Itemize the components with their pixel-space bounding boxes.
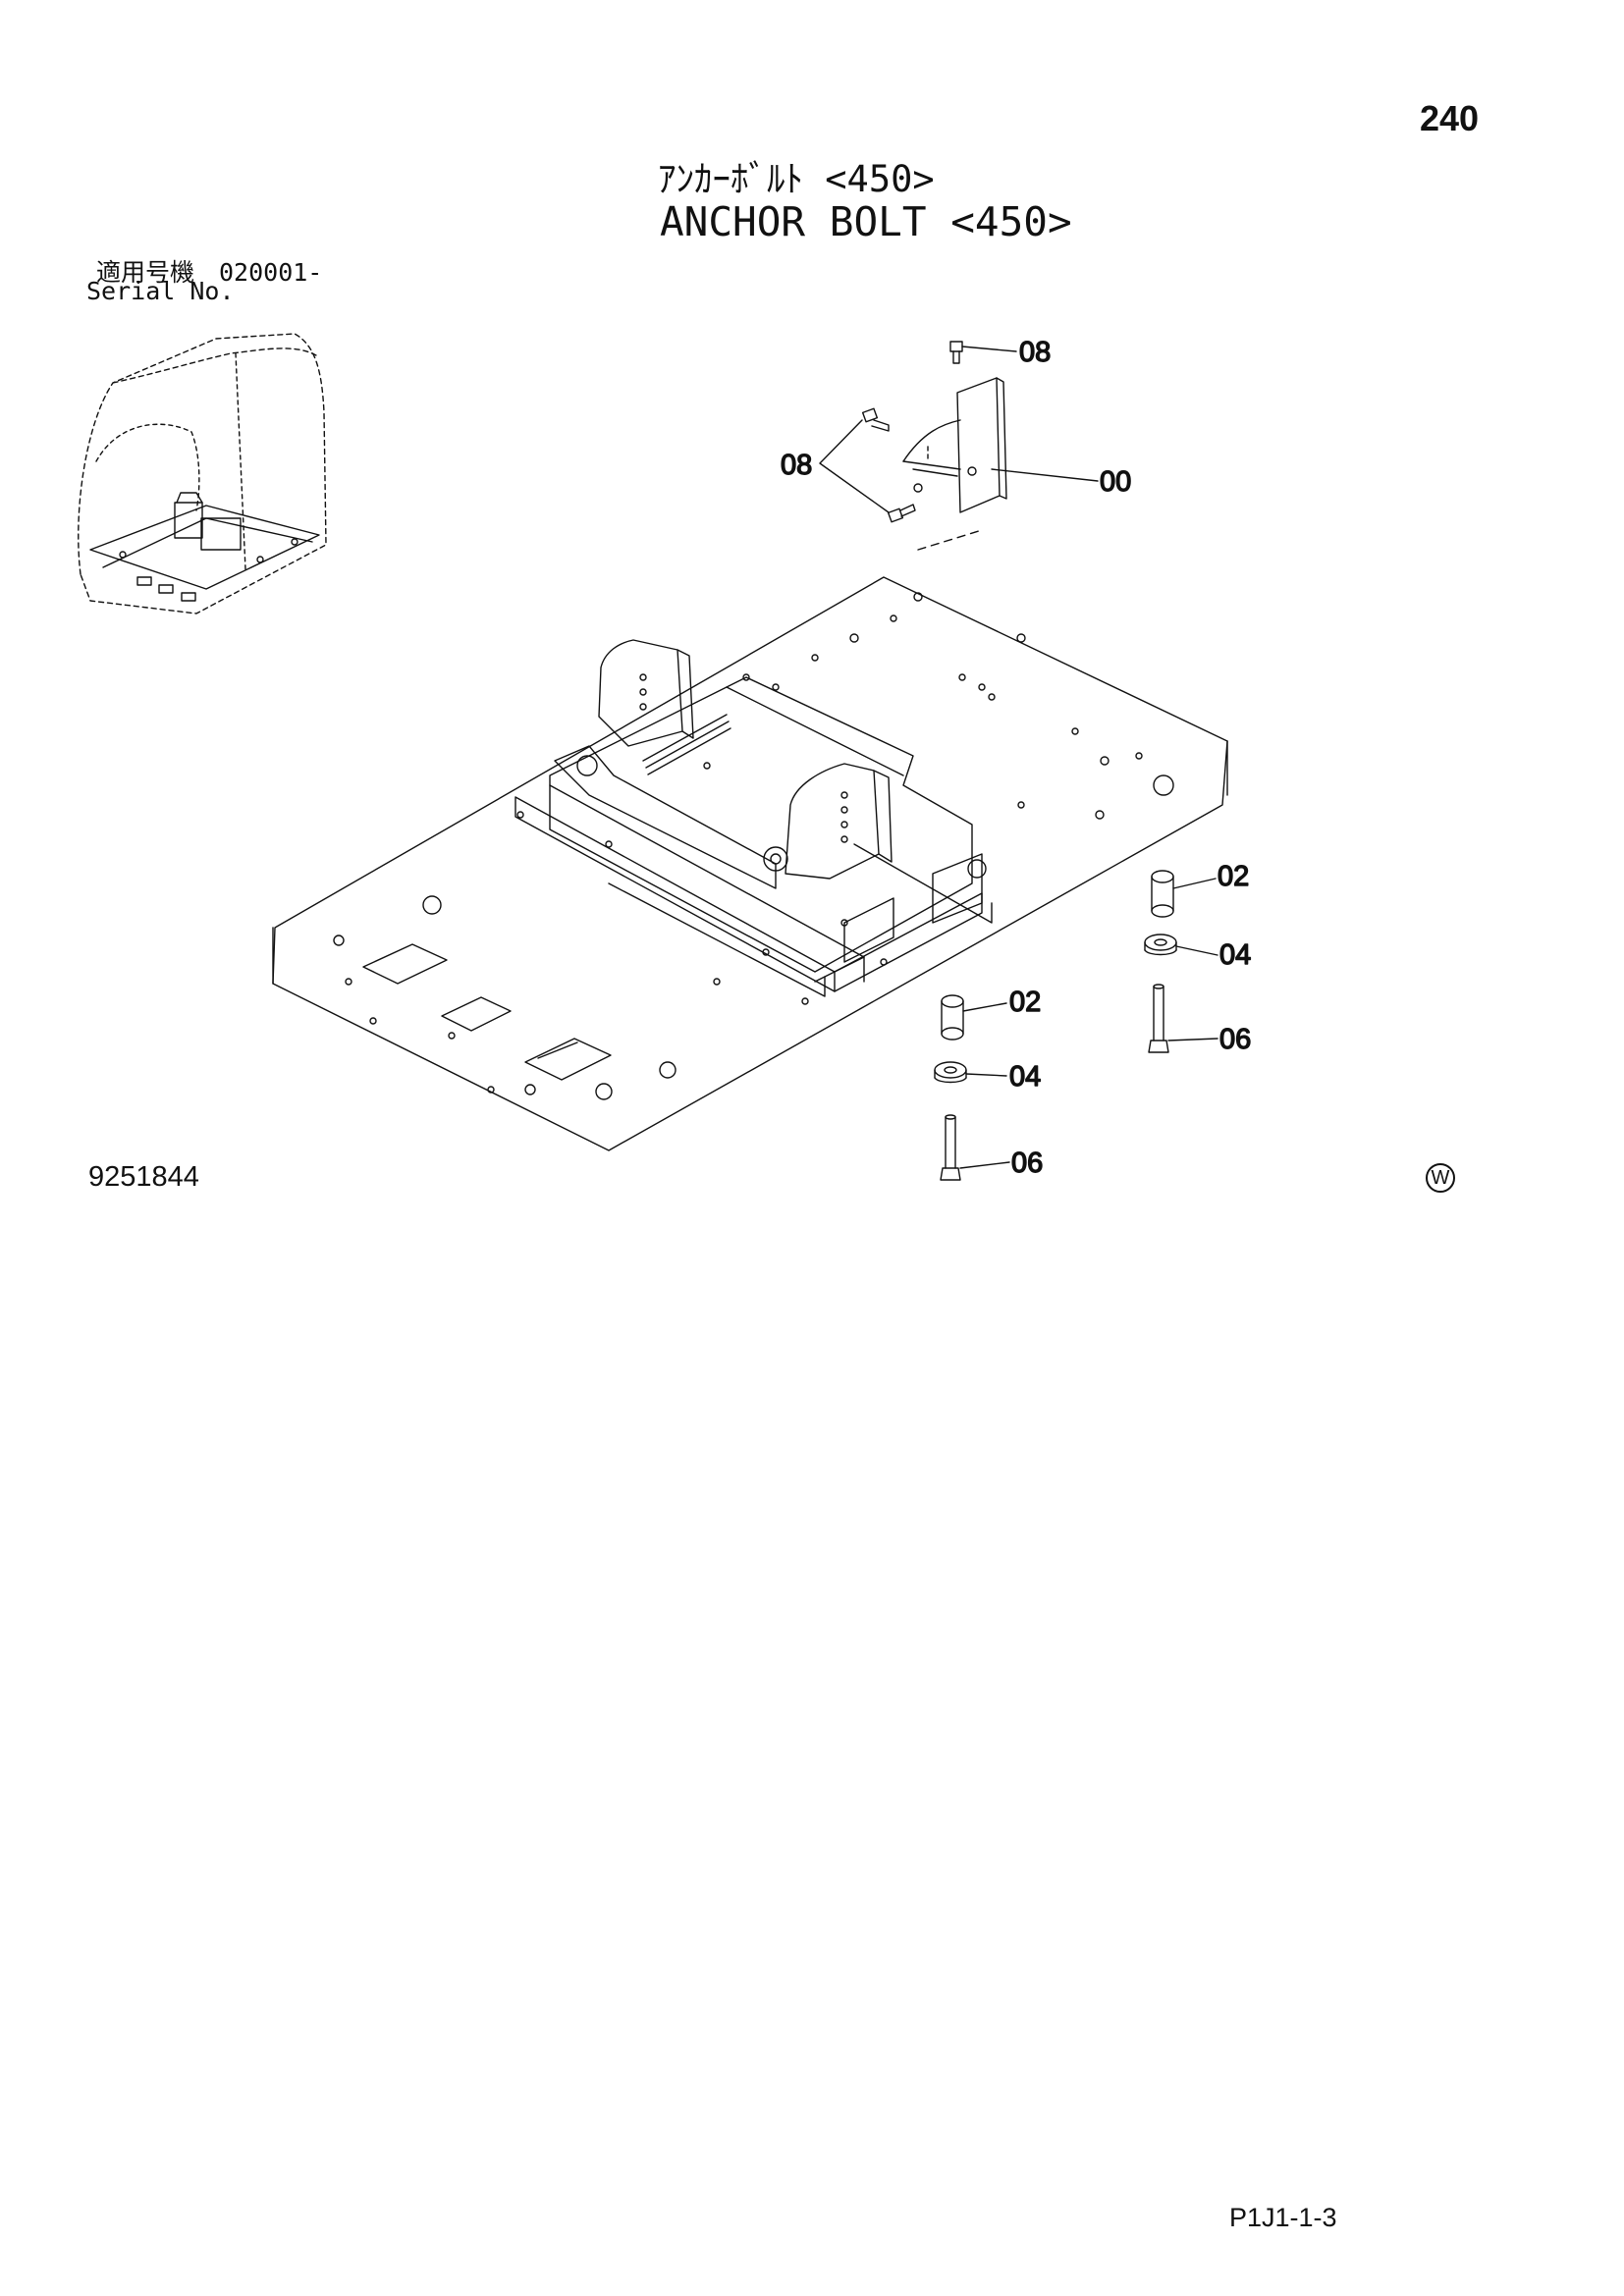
callout-leader-00 [991, 468, 1099, 482]
callout-08-left: 08 [781, 450, 812, 481]
bolt-06-left [940, 1114, 1010, 1181]
callout-08-top: 08 [1019, 337, 1051, 368]
washer-04-left [934, 1061, 1007, 1084]
bolt-08-top [949, 341, 1017, 364]
title-english: ANCHOR BOLT <450> [660, 198, 1072, 245]
page-number: 240 [1420, 98, 1480, 138]
spacer-02-left [941, 994, 1007, 1041]
bolt-08-lower [887, 504, 916, 523]
bolt-08-upper [861, 407, 890, 432]
callout-leader-08-left [819, 419, 890, 513]
seat-stand-assembly [514, 639, 993, 997]
drawing-number: 9251844 [88, 1161, 199, 1193]
mark-icon: W [1426, 1163, 1455, 1193]
callout-06-left: 06 [1011, 1148, 1043, 1179]
page-code: P1J1-1-3 [1229, 2203, 1337, 2232]
callout-04-left: 04 [1009, 1061, 1041, 1093]
callout-00: 00 [1100, 466, 1131, 498]
washer-04-right [1144, 934, 1218, 956]
plate-holes [333, 592, 1174, 1100]
spacer-02-right [1151, 870, 1217, 918]
cover-bracket-part [902, 377, 1007, 551]
callout-04-right: 04 [1219, 939, 1251, 971]
serial-label-japanese: 適用号機 020001- [96, 258, 323, 287]
callout-06-right: 06 [1219, 1024, 1251, 1055]
title-japanese: ｱﾝｶｰﾎﾞﾙﾄ <450> [658, 158, 935, 200]
serial-label-english: Serial No. [86, 277, 235, 305]
cab-overview-icon [78, 333, 327, 614]
callout-02-right: 02 [1218, 861, 1249, 892]
callout-02-left: 02 [1009, 987, 1041, 1018]
floor-plate [272, 576, 1228, 1151]
bolt-06-right [1148, 984, 1218, 1053]
